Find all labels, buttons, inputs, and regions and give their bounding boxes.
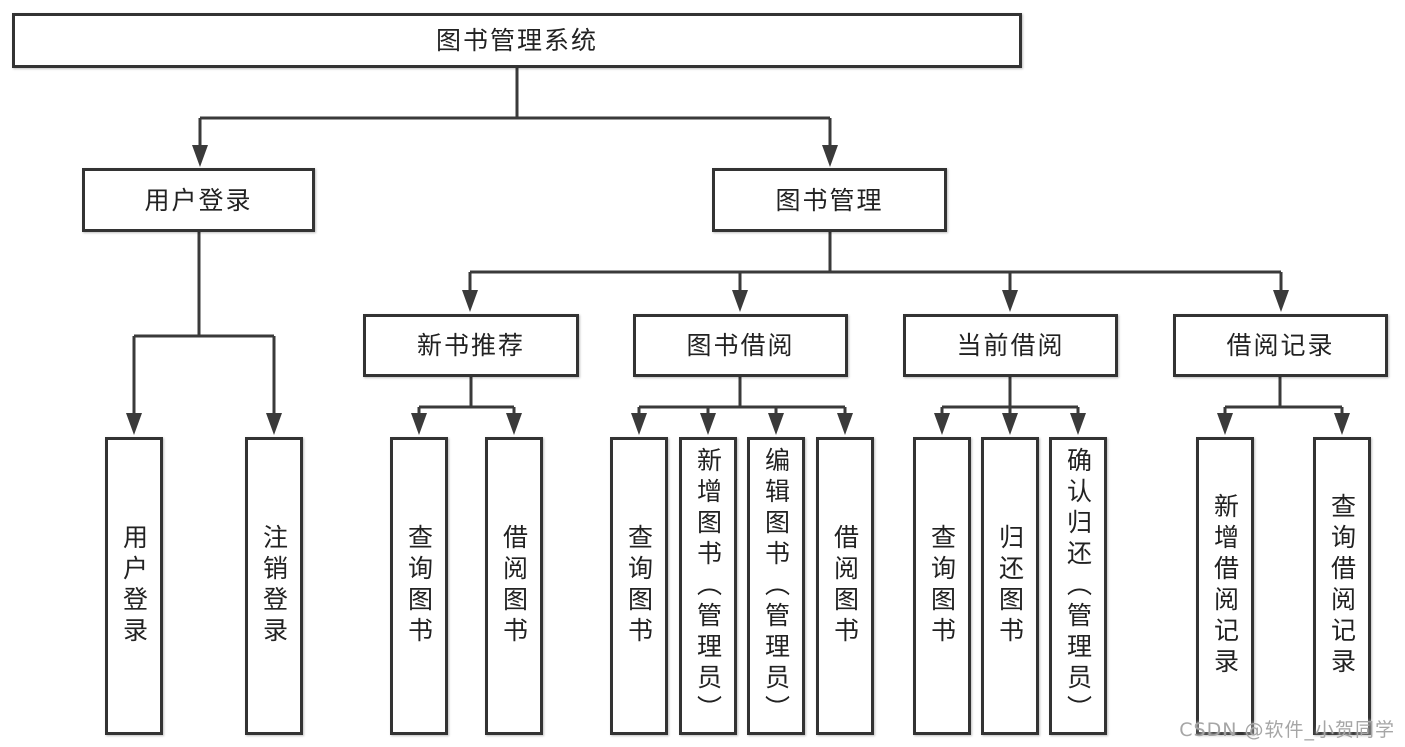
leaf-confirm-return-admin: 确认归还（管理员） (1049, 437, 1107, 735)
leaf-borrow-book: 借阅图书 (816, 437, 874, 735)
leaf-logout: 注销登录 (245, 437, 303, 735)
node-current-borrow: 当前借阅 (903, 314, 1118, 377)
leaf-query-book: 查询图书 (390, 437, 448, 735)
leaf-edit-book-admin: 编辑图书（管理员） (747, 437, 805, 735)
leaf-query-book: 查询图书 (913, 437, 971, 735)
node-borrow-records: 借阅记录 (1173, 314, 1388, 377)
node-user-login: 用户登录 (82, 168, 315, 232)
leaf-return-book: 归还图书 (981, 437, 1039, 735)
leaf-add-book-admin: 新增图书（管理员） (679, 437, 737, 735)
leaf-add-borrow-record: 新增借阅记录 (1196, 437, 1254, 735)
node-book-borrow: 图书借阅 (633, 314, 848, 377)
tree-branch-lines (132, 68, 1344, 416)
leaf-query-borrow-record: 查询借阅记录 (1313, 437, 1371, 735)
node-book-management: 图书管理 (712, 168, 947, 232)
leaf-query-book: 查询图书 (610, 437, 668, 735)
arrowhead-down-icon (126, 145, 1350, 435)
node-root-library-system: 图书管理系统 (12, 13, 1022, 68)
node-new-book-recommend: 新书推荐 (363, 314, 579, 377)
leaf-user-login: 用户登录 (105, 437, 163, 735)
leaf-borrow-book: 借阅图书 (485, 437, 543, 735)
